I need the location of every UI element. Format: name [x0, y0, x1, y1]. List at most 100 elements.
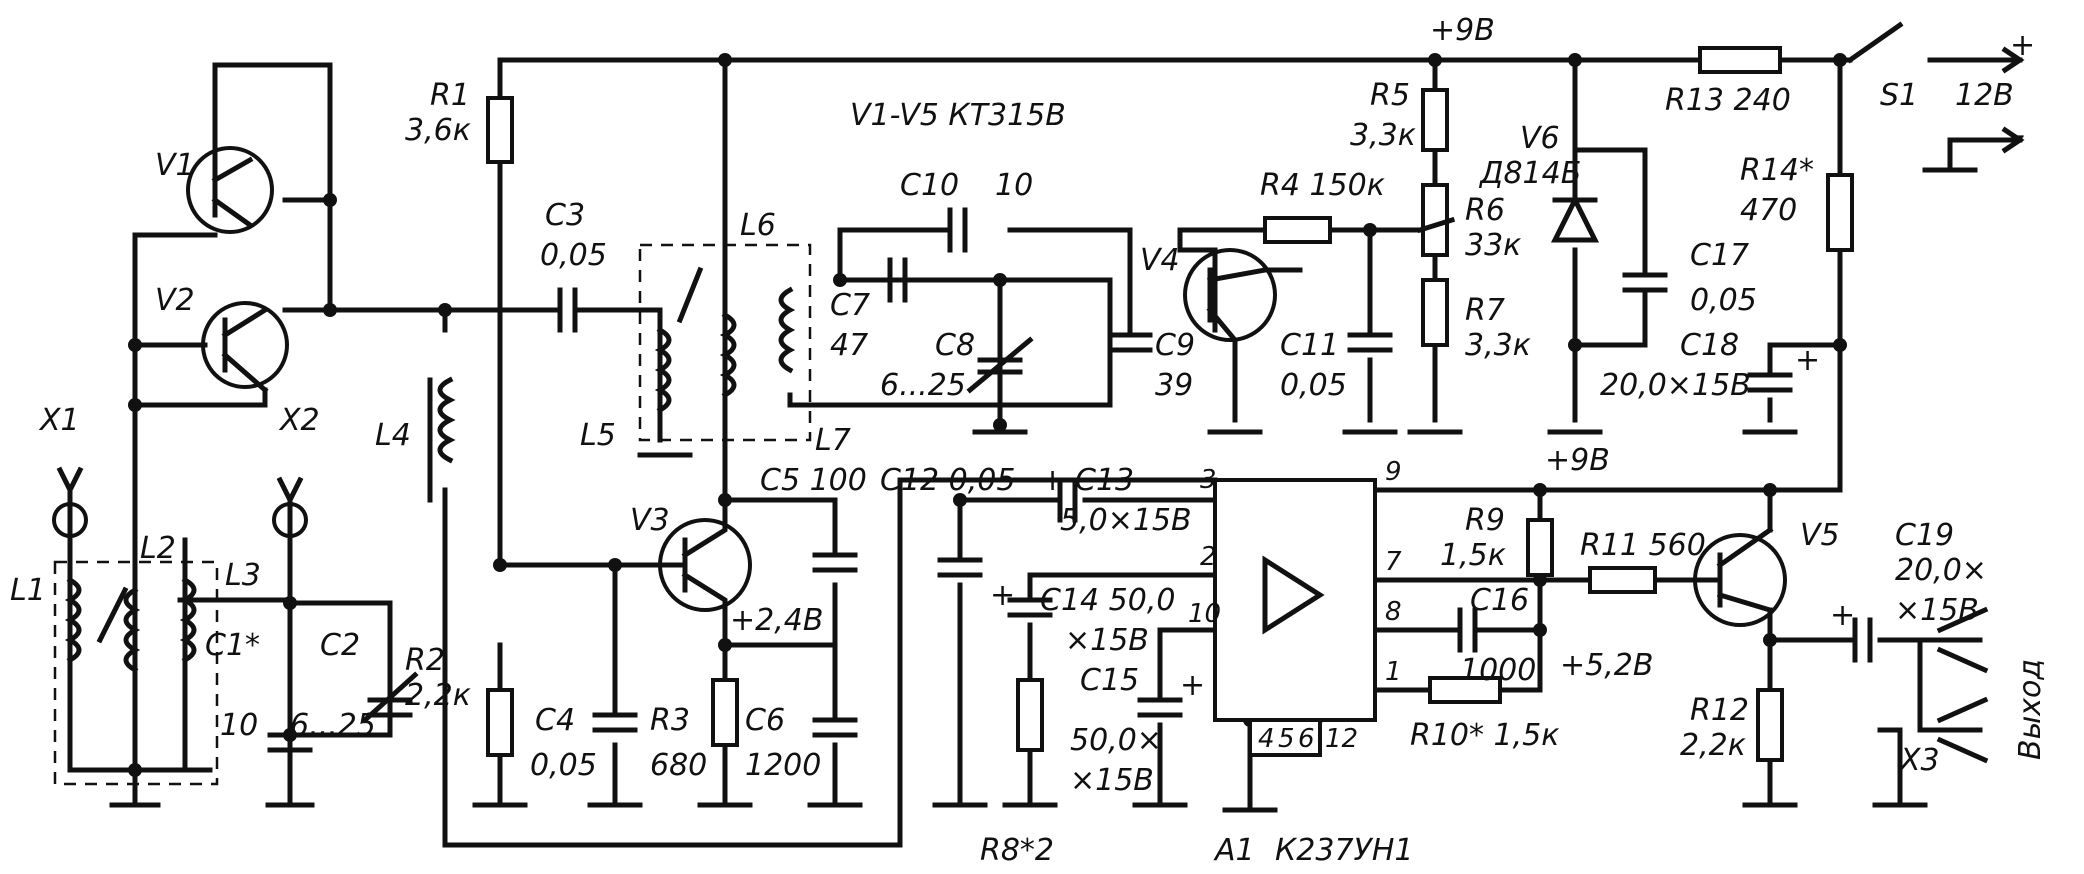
- label-c2-value: 6...25: [290, 708, 376, 743]
- label-c4-value: 0,05: [530, 748, 597, 783]
- label-c17-value: 0,05: [1690, 283, 1757, 318]
- label-c7: C7: [830, 288, 870, 323]
- label-c3-value: 0,05: [540, 238, 607, 273]
- inductor-l5: [654, 326, 672, 414]
- label-r9: R9: [1465, 503, 1505, 538]
- label-r3-value: 680: [650, 748, 707, 783]
- label-c19: C19: [1895, 518, 1954, 553]
- label-c11-value: 0,05: [1280, 368, 1347, 403]
- r6-wiper: [1416, 216, 1456, 234]
- label-v1: V1: [155, 148, 195, 183]
- label-rail-mid: +9В: [1545, 443, 1610, 478]
- capacitor-c5: [812, 552, 858, 573]
- label-c1: C1*: [205, 628, 260, 663]
- resistor-r12: [1756, 688, 1784, 762]
- inductor-l6: [719, 311, 737, 399]
- label-c9: C9: [1155, 328, 1195, 363]
- transistor-v4: [1177, 227, 1277, 344]
- resistor-r5: [1421, 88, 1449, 152]
- label-c10: C10: [900, 168, 959, 203]
- capacitor-c19: [1852, 617, 1873, 663]
- inductor-l2: [123, 586, 141, 674]
- capacitor-c4: [592, 712, 638, 733]
- capacitors: [267, 207, 1873, 773]
- label-v2: V2: [155, 283, 195, 318]
- resistor-r3: [711, 678, 739, 747]
- label-l5: L5: [580, 418, 616, 453]
- resistor-r7: [1421, 278, 1449, 347]
- capacitor-c8: [966, 336, 1034, 394]
- label-input-plus: +: [2010, 28, 2035, 63]
- capacitor-c15: [1137, 697, 1183, 718]
- label-c15-value2: ×15В: [1070, 763, 1154, 798]
- label-l2: L2: [140, 531, 176, 566]
- zener-v6: [1550, 194, 1600, 243]
- label-r4: R4 150к: [1260, 168, 1385, 203]
- ic-a1: [1213, 478, 1377, 757]
- supply-arrows: [1957, 46, 2025, 154]
- capacitor-c12: [937, 557, 983, 578]
- capacitor-c6: [812, 717, 858, 738]
- label-c16-value: 1000: [1460, 653, 1536, 688]
- label-c19-value2: ×15В: [1895, 593, 1979, 628]
- ic-pin-label: 1: [1385, 657, 1402, 687]
- inductor-l1: [64, 576, 82, 664]
- transistor-v2: [201, 301, 289, 394]
- label-l3: L3: [225, 558, 261, 593]
- label-r7: R7: [1465, 293, 1505, 328]
- label-l1: L1: [10, 573, 46, 608]
- label-r7-value: 3,3к: [1465, 328, 1531, 363]
- label-r11: R11 560: [1580, 528, 1706, 563]
- ic-pin-label: 8: [1385, 597, 1402, 627]
- label-r2: R2: [405, 643, 445, 678]
- switch-s1: [1846, 21, 1953, 64]
- label-x2: X2: [278, 403, 320, 438]
- label-plus: +: [1180, 668, 1205, 703]
- label-c7-value: 47: [830, 328, 868, 363]
- inductor-l7: [778, 286, 796, 374]
- capacitor-c2: [361, 671, 419, 724]
- capacitor-c10: [947, 207, 968, 253]
- label-l4: L4: [375, 418, 411, 453]
- label-r9-value: 1,5к: [1440, 538, 1506, 573]
- label-c9-value: 39: [1155, 368, 1193, 403]
- label-v4: V4: [1140, 243, 1180, 278]
- label-r6: R6: [1465, 193, 1505, 228]
- inductors: [53, 243, 812, 786]
- label-c5: C5 100: [760, 463, 867, 498]
- label-c14-value: ×15В: [1065, 623, 1149, 658]
- resistor-r6: [1421, 183, 1449, 257]
- capacitor-c1: [267, 732, 313, 773]
- label-x1: X1: [38, 403, 80, 438]
- label-c15-value1: 50,0×: [1070, 723, 1162, 758]
- label-input-minus: –: [2010, 118, 2025, 153]
- label-c8: C8: [935, 328, 975, 363]
- label-c4: C4: [535, 703, 575, 738]
- label-c11: C11: [1280, 328, 1339, 363]
- transistor-v5: [1693, 526, 1787, 627]
- label-c6: C6: [745, 703, 785, 738]
- ic-pin-label: 10: [1188, 599, 1221, 629]
- transistor-v3: [658, 497, 752, 618]
- l5-tuning-arrow: [676, 266, 704, 324]
- capacitor-c18: [1747, 372, 1793, 393]
- resistor-r1: [486, 96, 514, 164]
- label-v6-type: Д814Б: [1478, 156, 1581, 191]
- label-plus: +: [990, 578, 1015, 613]
- label-c8-value: 6...25: [880, 368, 966, 403]
- label-r14: R14*: [1740, 153, 1814, 188]
- capacitor-c13: [1057, 477, 1078, 523]
- resistor-r13: [1698, 46, 1782, 74]
- label-r12-value: 2,2к: [1680, 728, 1746, 763]
- label-ic-ref: A1: [1213, 833, 1255, 868]
- label-c2: C2: [320, 628, 360, 663]
- label-c18: C18: [1680, 328, 1739, 363]
- resistor-r4: [1263, 216, 1332, 244]
- ic-pin-label: 9: [1385, 457, 1402, 487]
- label-c14: C14 50,0: [1040, 583, 1175, 618]
- label-plus: +: [1795, 343, 1820, 378]
- label-c6-value: 1200: [745, 748, 821, 783]
- resistor-r8: [1016, 678, 1044, 752]
- resistor-r10: [1428, 676, 1502, 704]
- label-r6-value: 33к: [1465, 228, 1521, 263]
